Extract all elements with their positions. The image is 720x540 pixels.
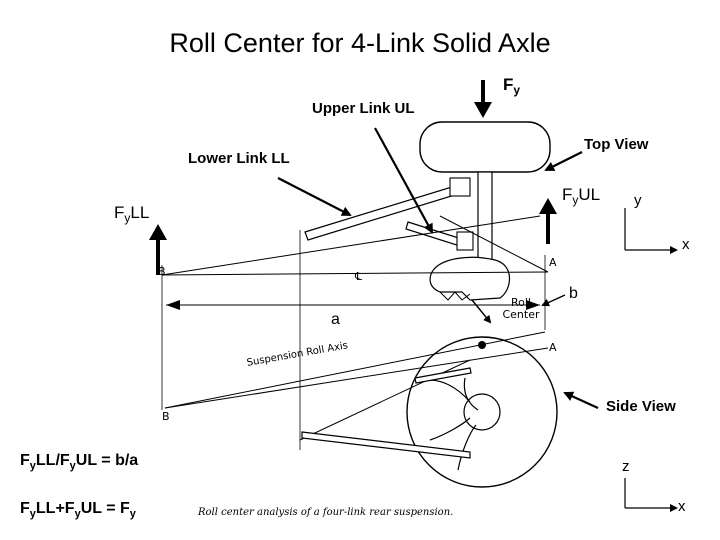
differential bbox=[429, 256, 511, 301]
dimension-a-label: a bbox=[331, 311, 340, 328]
upper-link-label: Upper Link UL bbox=[312, 100, 415, 117]
lower-link-side bbox=[301, 431, 471, 459]
fyll-label: FyLL bbox=[114, 203, 150, 225]
lower-link-top bbox=[304, 177, 471, 241]
point-a-side: A bbox=[549, 341, 557, 354]
side-axes bbox=[624, 478, 678, 512]
point-a-top: A bbox=[549, 256, 557, 269]
equation-sum: FyLL+FyUL = Fy bbox=[20, 500, 136, 520]
point-b-top: B bbox=[158, 265, 166, 278]
side-axis-x-label: x bbox=[678, 498, 686, 515]
upper-link-top bbox=[405, 221, 474, 251]
lower-link-callout bbox=[277, 177, 352, 216]
roll-center-callout bbox=[471, 299, 492, 324]
centerline-mark: ℄ bbox=[355, 270, 363, 283]
upper-link-side bbox=[414, 367, 472, 384]
side-axis-z-label: z bbox=[622, 458, 630, 475]
top-view-label: Top View bbox=[584, 136, 649, 153]
roll-center-label: Roll Center bbox=[502, 296, 540, 321]
top-view-callout bbox=[544, 151, 583, 171]
b-dimension-line bbox=[541, 294, 566, 307]
top-axes bbox=[624, 208, 678, 254]
figure-caption: Roll center analysis of a four-link rear… bbox=[198, 507, 454, 518]
wheel-top-view bbox=[419, 121, 551, 173]
page-title: Roll Center for 4-Link Solid Axle bbox=[169, 28, 551, 58]
lower-link-label: Lower Link LL bbox=[188, 150, 290, 167]
equation-ratio: FyLL/FyUL = b/a bbox=[20, 452, 139, 472]
wheel-side-view bbox=[406, 336, 558, 488]
axle-housing bbox=[477, 171, 493, 263]
dimension-a bbox=[166, 300, 540, 310]
top-axis-x-label: x bbox=[682, 236, 690, 253]
dimension-b-label: b bbox=[569, 285, 578, 302]
upper-link-callout bbox=[374, 127, 433, 234]
side-view-label: Side View bbox=[606, 398, 676, 415]
side-view-callout bbox=[563, 391, 599, 410]
fy-top-arrow bbox=[474, 80, 492, 118]
fyul-arrow bbox=[539, 198, 557, 244]
fyll-arrow bbox=[149, 224, 167, 275]
fy-top-label: Fy bbox=[503, 75, 521, 97]
point-b-side: B bbox=[162, 410, 170, 423]
fyul-label: FyUL bbox=[562, 185, 601, 207]
top-axis-y-label: y bbox=[634, 192, 642, 209]
